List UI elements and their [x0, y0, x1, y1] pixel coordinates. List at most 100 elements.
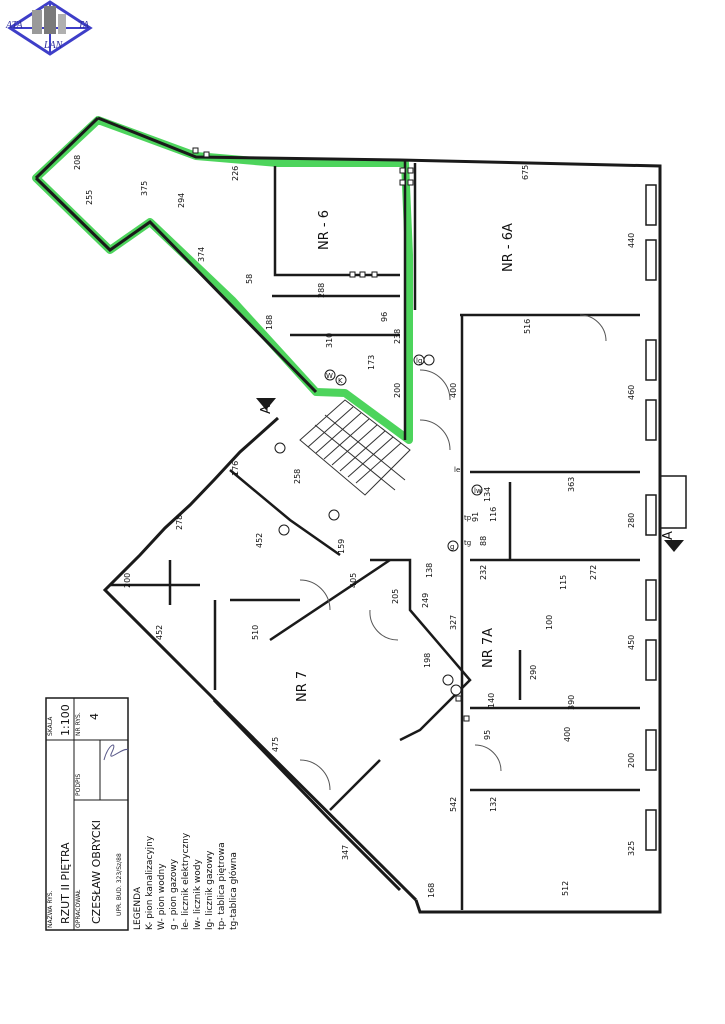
dim-label: 198	[423, 653, 432, 668]
inner-walls	[110, 160, 640, 910]
dim-label: 290	[529, 665, 538, 680]
logo-text-right: TA	[78, 20, 89, 31]
dim-label: 58	[245, 274, 254, 284]
symbol-tp: tp	[464, 514, 472, 522]
symbol-k: K	[338, 377, 343, 385]
dim-label: 460	[627, 385, 636, 400]
dim-label: 405	[349, 573, 358, 588]
symbol-le: le	[454, 466, 460, 474]
dim-label: 91	[471, 512, 480, 522]
podpis-label: PODPIS	[75, 774, 82, 796]
staircase	[299, 399, 411, 496]
dim-label: 238	[393, 329, 402, 344]
dim-label: 176	[231, 461, 240, 476]
dim-label: 400	[449, 383, 458, 398]
dim-label: 675	[521, 165, 530, 180]
opracowal-label: OPRACOWAŁ	[75, 889, 82, 928]
logo-text-left: ATA	[6, 20, 23, 31]
logo-graphic	[7, 0, 93, 56]
room-label-nr7: NR 7	[295, 671, 310, 702]
nr-rys-value: 4	[88, 713, 101, 720]
dim-label: 205	[391, 589, 400, 604]
windows	[645, 184, 687, 851]
dim-label: 208	[73, 155, 82, 170]
outer-walls	[34, 116, 662, 914]
dim-label: 510	[251, 625, 260, 640]
section-label-right: A	[661, 531, 676, 540]
dim-label: 159	[337, 539, 346, 554]
dim-label: 134	[483, 487, 492, 502]
dim-label: 375	[140, 181, 149, 196]
symbol-tg: tg	[464, 539, 471, 547]
dim-label: 258	[293, 469, 302, 484]
dim-label: 188	[265, 315, 274, 330]
dim-label: 475	[271, 737, 280, 752]
legend-item: tp- tablica piętrowa	[217, 842, 227, 930]
dim-label: 88	[479, 536, 488, 546]
symbol-w: W	[326, 372, 333, 380]
section-label-left: A	[259, 405, 274, 414]
skala-label: SKALA	[47, 716, 54, 736]
dim-label: 325	[627, 841, 636, 856]
skala-value: 1:100	[59, 704, 72, 736]
dim-label: 347	[341, 845, 350, 860]
opracowal-value: CZESŁAW OBRYCKI	[90, 820, 103, 924]
dim-label: 116	[489, 507, 498, 522]
dim-label: 96	[380, 312, 389, 322]
dim-label: 278	[175, 515, 184, 530]
nazwa-value: RZUT II PIĘTRA	[59, 842, 72, 924]
dim-label: 272	[589, 565, 598, 580]
dim-label: 390	[567, 695, 576, 710]
dim-label: 280	[627, 513, 636, 528]
dim-label: 100	[545, 615, 554, 630]
dim-label: 452	[155, 625, 164, 640]
dim-label: 288	[317, 283, 326, 298]
dim-label: 132	[489, 797, 498, 812]
dim-label: 168	[427, 883, 436, 898]
symbol-g: g	[450, 543, 454, 551]
dim-label: 440	[627, 233, 636, 248]
legend-item: lw- licznik wody	[193, 858, 203, 930]
symbol-lw: lw	[474, 487, 482, 495]
dim-label: 249	[421, 593, 430, 608]
symbol-lg: lg	[416, 357, 422, 365]
dim-label: 400	[563, 727, 572, 742]
dim-label: 450	[627, 635, 636, 650]
dim-label: 452	[255, 533, 264, 548]
company-logo: ATA TA LAN	[0, 0, 100, 56]
legend-item: g - pion gazowy	[169, 858, 179, 930]
dim-label: 374	[197, 247, 206, 262]
room-label-nr6: NR - 6	[317, 210, 332, 250]
dim-label: 115	[559, 575, 568, 590]
section-marker-left: A	[256, 398, 276, 414]
dim-label: 542	[449, 797, 458, 812]
nr-rys-label: NR RYS.	[75, 712, 82, 736]
dim-label: 232	[479, 565, 488, 580]
dim-label: 516	[523, 319, 532, 334]
uprawnienia-text: UPR. BUD. 323/Sz/88	[116, 853, 123, 916]
legend-item: lg- licznik gazowy	[205, 850, 215, 930]
dim-label: 294	[177, 193, 186, 208]
dim-label: 173	[367, 355, 376, 370]
title-block: NAZWA RYS. RZUT II PIĘTRA SKALA 1:100 OP…	[45, 697, 129, 931]
door-swings	[299, 314, 607, 791]
legend-item: tg-tablica główna	[228, 852, 239, 930]
dim-label: 512	[561, 881, 570, 896]
dim-label: 226	[231, 166, 240, 181]
logo-text-bottom: LAN	[44, 40, 63, 51]
nazwa-label: NAZWA RYS.	[47, 890, 54, 928]
nr6-highlight	[32, 116, 413, 444]
legend-title: LEGENDA	[133, 886, 143, 930]
dim-label: 200	[627, 753, 636, 768]
section-marker-right: A	[661, 531, 684, 552]
legend-item: le- licznik elektryczny	[181, 832, 191, 930]
dim-label: 200	[393, 383, 402, 398]
signature-mark	[103, 744, 129, 761]
legend-item: W- pion wodny	[157, 863, 167, 930]
dim-label: 327	[449, 615, 458, 630]
dimension-labels: 208 255 375 294 226 675 440 374 58 288 1…	[73, 155, 636, 898]
dim-label: 255	[85, 190, 94, 205]
riser-markers	[192, 147, 483, 722]
dim-label: 140	[487, 693, 496, 708]
